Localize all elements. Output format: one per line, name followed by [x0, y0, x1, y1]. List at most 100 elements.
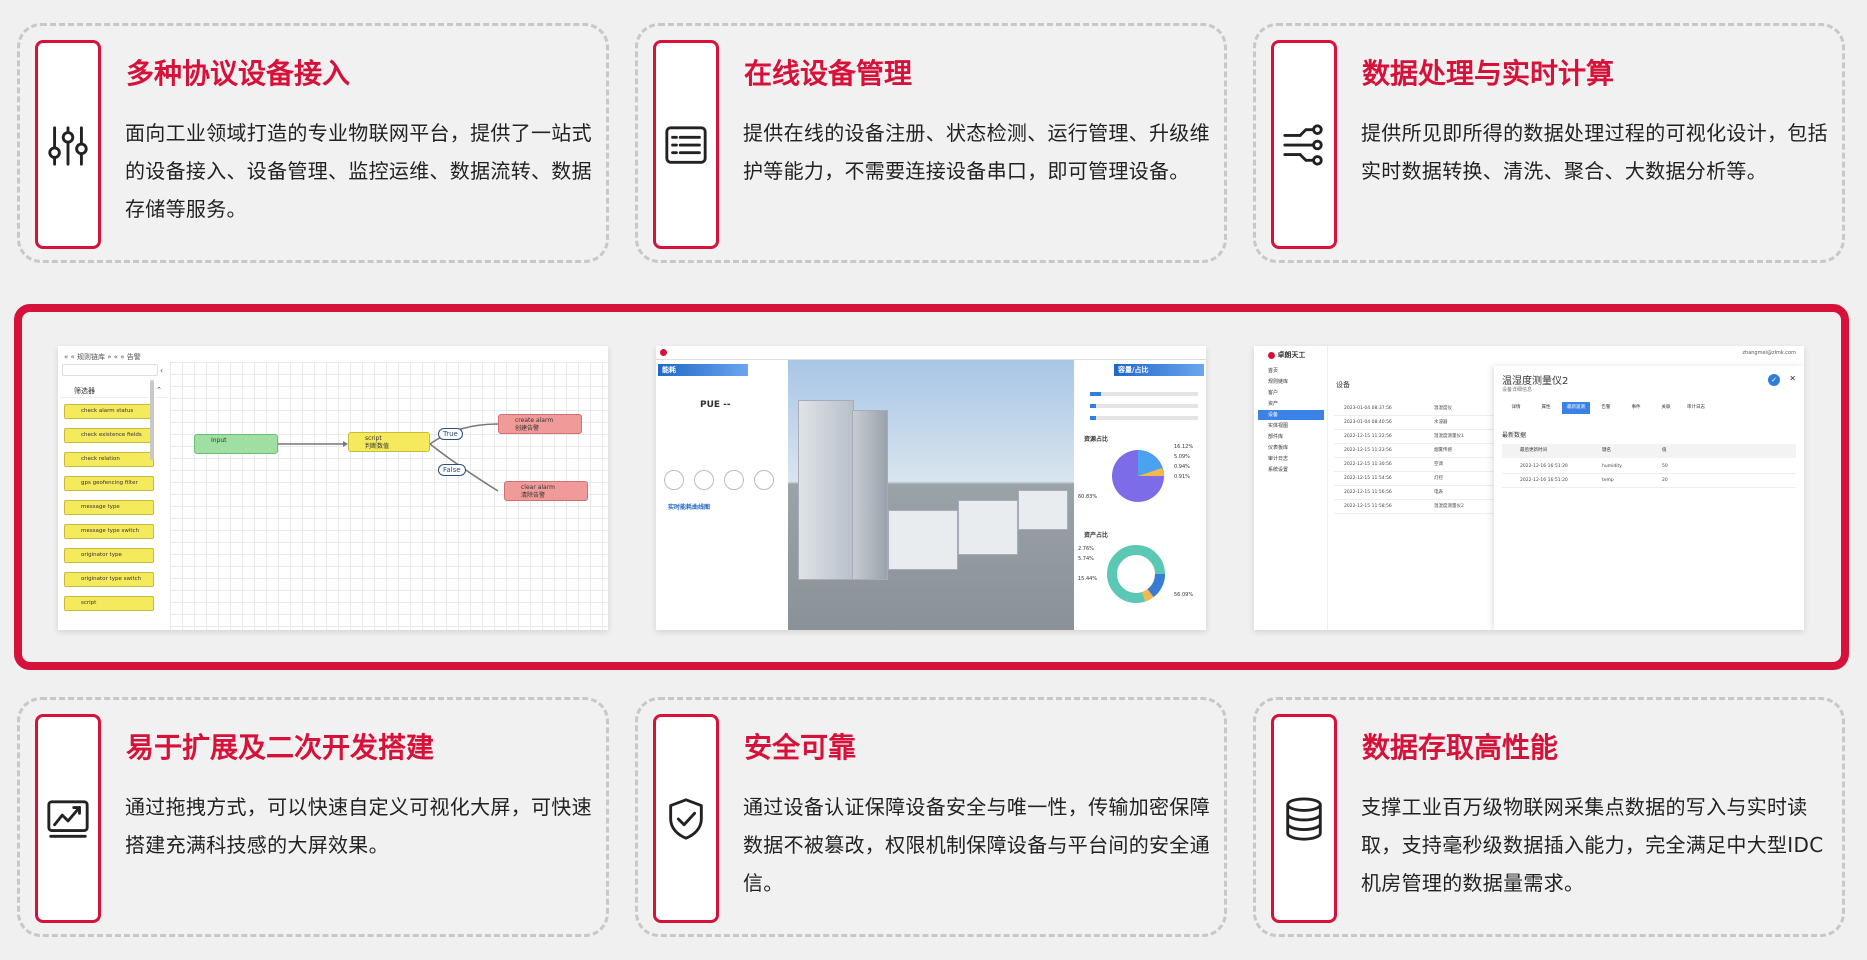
- feature-title: 在线设备管理: [744, 57, 913, 90]
- row-device-name: 温湿度测量仪2: [1434, 504, 1464, 509]
- telemetry-value: 20: [1662, 478, 1668, 483]
- left-panel: 能耗 PUE -- 实时能耗曲线图: [656, 360, 788, 630]
- feature-description: 通过拖拽方式，可以快速自定义可视化大屏，可快速搭建充满科技感的大屏效果。: [125, 795, 592, 857]
- sidebar-item[interactable]: 首页: [1268, 368, 1279, 374]
- row-time: 2022-12-15 11:23:56: [1344, 448, 1392, 453]
- donut-label: 5.74%: [1078, 556, 1094, 562]
- iconbar: [1271, 714, 1337, 923]
- sidebar-item[interactable]: 仪表板库: [1268, 445, 1289, 451]
- panel-subtitle: 设备详细信息: [1502, 387, 1533, 393]
- detail-tab[interactable]: 属性: [1541, 405, 1551, 410]
- clear-alarm-label: clear alarm: [521, 484, 555, 491]
- asset-donut-chart: [1107, 545, 1165, 603]
- detail-tab[interactable]: 事件: [1631, 405, 1641, 410]
- create-alarm-label: create alarm: [515, 417, 554, 424]
- rule-node-item[interactable]: gps geofencing filter: [64, 476, 154, 491]
- telemetry-value: 50: [1662, 464, 1668, 469]
- row-device-name: 灯控: [1434, 476, 1443, 481]
- sliders-icon: [48, 125, 88, 166]
- gauge-circle: [664, 470, 684, 490]
- false-pill: False: [438, 464, 466, 476]
- low-building-3: [1018, 490, 1068, 530]
- capacity-bar: [1090, 392, 1198, 396]
- filter-label: 筛选器: [74, 387, 95, 395]
- logo-icon: [1268, 351, 1275, 359]
- low-building-2: [958, 500, 1018, 555]
- list-icon: [665, 125, 707, 164]
- sidebar-item[interactable]: 审计日志: [1268, 456, 1289, 462]
- logo-icon: [660, 349, 667, 356]
- asset-ratio-title: 资产占比: [1084, 532, 1109, 539]
- flow-node-create-alarm[interactable]: create alarm 创建告警: [498, 414, 582, 434]
- row-time: 2022-12-15 11:58:56: [1344, 504, 1392, 509]
- sidebar-item[interactable]: 资产: [1268, 401, 1279, 407]
- sidebar-item[interactable]: 实体视图: [1268, 423, 1289, 429]
- latest-telemetry-title: 最新数据: [1502, 432, 1527, 439]
- rule-node-item[interactable]: originator type: [64, 548, 154, 563]
- feature-card-device-management: 在线设备管理 提供在线的设备注册、状态检测、运行管理、升级维护等能力，不需要连接…: [635, 23, 1227, 263]
- sidebar-item[interactable]: 规则链库: [1268, 379, 1289, 385]
- sidebar-item[interactable]: 客户: [1268, 390, 1279, 396]
- left-panel-title: 能耗: [658, 364, 748, 376]
- database-icon: [1286, 796, 1322, 841]
- brand-name: 卓朗天工: [1277, 351, 1306, 359]
- rule-node-item[interactable]: message type: [64, 500, 154, 515]
- feature-card-data-processing: 数据处理与实时计算 提供所见即所得的数据处理过程的可视化设计，包括实时数据转换、…: [1253, 23, 1845, 263]
- detail-tab[interactable]: 最新遥测: [1562, 402, 1590, 414]
- feature-card-performance: 数据存取高性能 支撑工业百万级物联网采集点数据的写入与实时读取，支持毫秒级数据插…: [1253, 697, 1845, 937]
- 3d-building-scene[interactable]: [788, 360, 1074, 630]
- table-row[interactable]: 2022-12-15 11:22:56 温湿度测量仪1: [1334, 430, 1494, 444]
- tower-building: [798, 400, 854, 580]
- sidebar: 卓朗天工 首页规则链库客户资产设备实体视图部件库仪表板库审计日志系统设置: [1254, 346, 1328, 630]
- row-device-name: 水浸器: [1434, 420, 1448, 425]
- resource-ratio-title: 资源占比: [1084, 436, 1109, 443]
- feature-description: 支撑工业百万级物联网采集点数据的写入与实时读取，支持毫秒级数据插入能力，完全满足…: [1361, 795, 1824, 895]
- feature-title: 数据处理与实时计算: [1362, 57, 1615, 90]
- col-time: 最后更新时间: [1520, 448, 1547, 453]
- flow-node-input[interactable]: Input: [194, 434, 278, 454]
- row-device-name: 空调: [1434, 462, 1443, 467]
- close-icon[interactable]: ✕: [1789, 374, 1796, 383]
- collapse-icon[interactable]: ‹: [160, 366, 164, 375]
- tower-side: [852, 410, 888, 580]
- sidebar-item[interactable]: 系统设置: [1268, 467, 1289, 473]
- feature-title: 数据存取高性能: [1362, 731, 1559, 764]
- user-email[interactable]: zhangmei@zlmk.com: [1742, 350, 1796, 356]
- search-input[interactable]: [62, 364, 158, 376]
- filter-header[interactable]: 筛选器⌃: [60, 386, 168, 398]
- table-row[interactable]: 2022-12-15 11:58:56 温湿度测量仪2: [1334, 500, 1494, 514]
- rule-node-item[interactable]: message type switch: [64, 524, 154, 539]
- detail-tab[interactable]: 告警: [1601, 405, 1611, 410]
- detail-tab[interactable]: 审计日志: [1687, 405, 1705, 410]
- feature-description: 提供在线的设备注册、状态检测、运行管理、升级维护等能力，不需要连接设备串口，即可…: [743, 121, 1210, 183]
- sidebar-item[interactable]: 部件库: [1268, 434, 1284, 440]
- row-device-name: 温湿度测量仪1: [1434, 434, 1464, 439]
- detail-tab[interactable]: 详情: [1511, 405, 1521, 410]
- rule-node-item[interactable]: script: [64, 596, 154, 611]
- detail-tab[interactable]: 关联: [1661, 405, 1671, 410]
- resource-pie-chart: [1112, 450, 1164, 502]
- scrollbar[interactable]: [150, 380, 154, 460]
- flow-node-script[interactable]: script 判断数值: [348, 432, 430, 452]
- iconbar: [1271, 40, 1337, 249]
- sidebar-item[interactable]: 设备: [1258, 410, 1324, 420]
- pie-label: 0.94%: [1174, 464, 1190, 470]
- telemetry-time: 2022-12-16 16:51:20: [1520, 464, 1568, 469]
- rule-node-item[interactable]: check relation: [64, 452, 154, 467]
- breadcrumb: « « 规则链库 » « « 告警: [64, 353, 141, 361]
- flow-node-clear-alarm[interactable]: clear alarm 清除告警: [504, 481, 588, 501]
- section-title: 设备: [1336, 381, 1350, 389]
- rule-node-item[interactable]: originator type switch: [64, 572, 154, 587]
- create-alarm-sub: 创建告警: [515, 425, 540, 432]
- device-detail-panel: 温湿度测量仪2 设备详细信息 ✓ ✕ 详情属性最新遥测告警事件关联审计日志 最新…: [1494, 366, 1804, 630]
- feature-title: 多种协议设备接入: [126, 57, 351, 90]
- edit-icon[interactable]: ✓: [1768, 374, 1780, 386]
- row-time: 2022-12-15 11:22:56: [1344, 434, 1392, 439]
